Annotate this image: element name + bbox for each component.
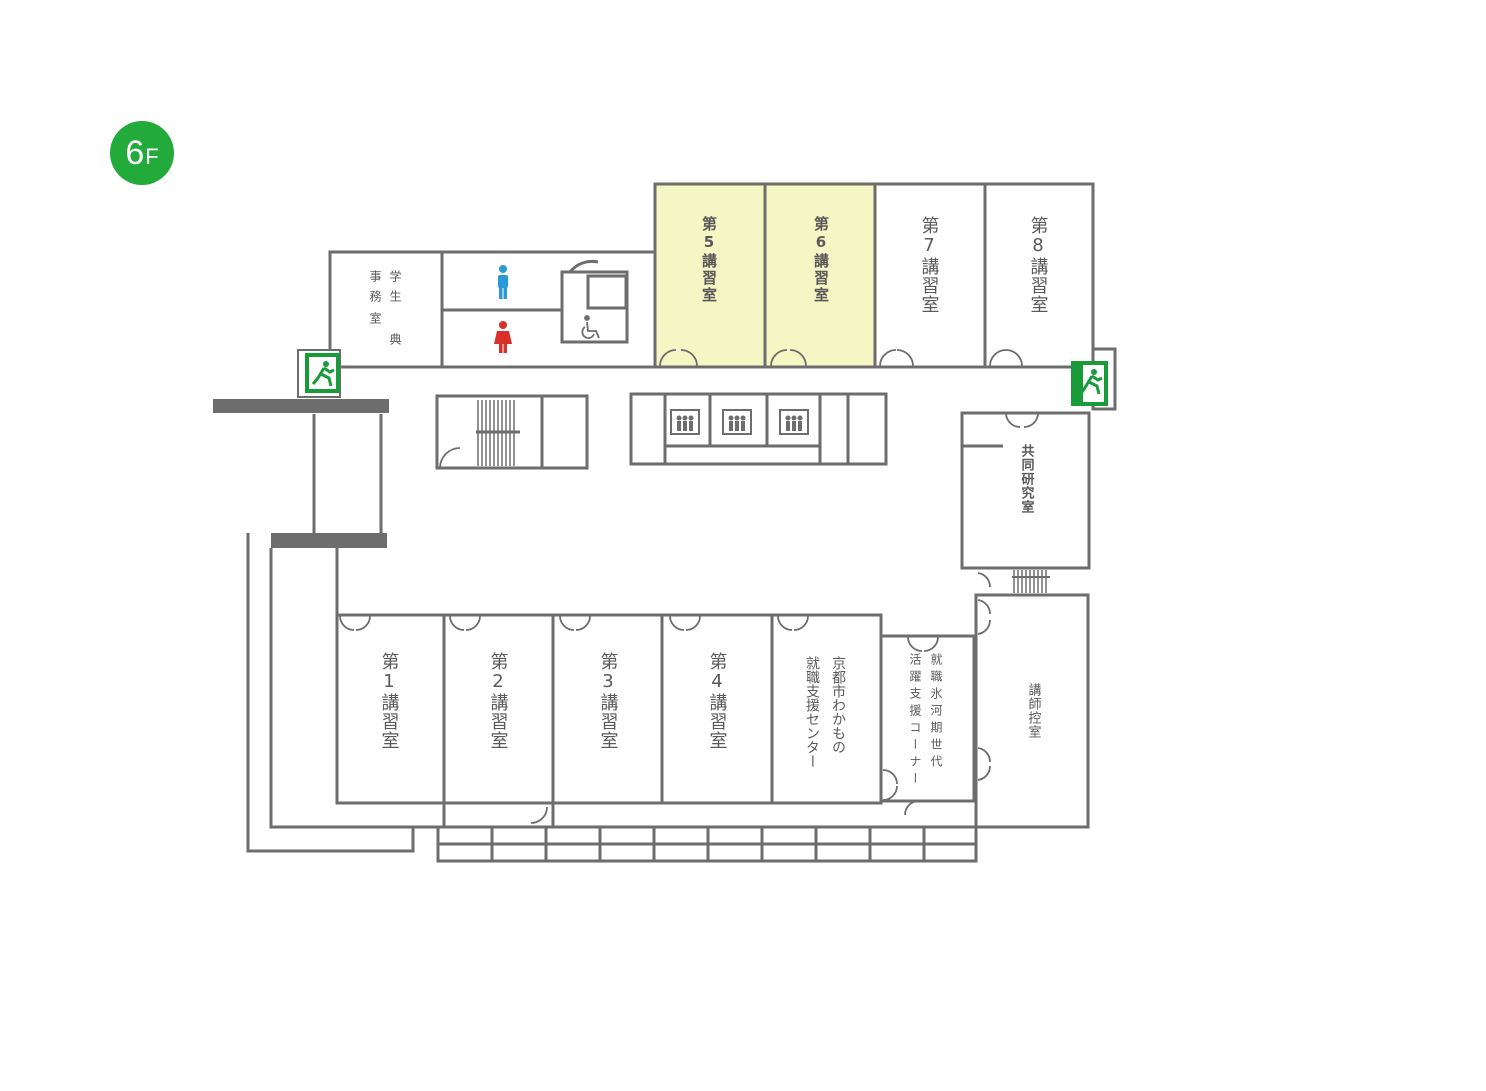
room-4-label: 第4講習室 <box>707 652 728 750</box>
student-office-label-1: 学生 <box>388 269 402 310</box>
hyogaki-corner[interactable] <box>879 634 976 803</box>
room-3-label: 第3講習室 <box>598 652 619 750</box>
student-office[interactable] <box>328 250 444 369</box>
student-office-label-3: 室 <box>368 311 382 332</box>
lecturer-room-label: 講師控室 <box>1026 682 1042 739</box>
wakamono-label-1: 京都市わかもの <box>830 656 846 754</box>
student-office-label-2: 事務 <box>368 270 382 310</box>
lecturer-room[interactable] <box>974 593 1090 829</box>
room-7-label: 第7講習室 <box>919 216 940 314</box>
room-1-label: 第1講習室 <box>379 652 400 750</box>
elevator-icons <box>670 409 809 435</box>
room-5[interactable] <box>653 182 767 369</box>
female-restroom-icon <box>494 321 512 353</box>
bridge-bottom <box>271 533 387 548</box>
floor-number: 6 <box>125 134 145 172</box>
doors <box>339 349 1039 824</box>
elevator-icon <box>779 409 809 435</box>
emergency-exit-icon <box>1071 361 1108 406</box>
walls <box>246 182 1117 863</box>
stairwell <box>435 394 589 470</box>
wheelchair-icon <box>581 315 600 339</box>
wakamono-label-2: 就職支援センター <box>804 656 820 768</box>
room-6[interactable] <box>763 182 877 369</box>
kyoten-label: 典 <box>388 333 402 345</box>
stairs-icon <box>476 400 1050 593</box>
elevator-icon <box>670 409 700 435</box>
room-8-label: 第8講習室 <box>1028 216 1049 314</box>
floor-unit: F <box>145 144 159 169</box>
elevator-icon <box>722 409 752 435</box>
wakamono-center[interactable] <box>770 613 883 805</box>
room-labels: 第5講習室 第6講習室 第7講習室 第8講習室 学生 事務 室 典 共同研究室 … <box>368 215 1049 789</box>
bridge-top <box>213 399 389 413</box>
hyogaki-label-1: 就職氷河期世代 <box>929 653 943 772</box>
hyogaki-label-2: 活躍支援コーナー <box>908 653 922 789</box>
room-2-label: 第2講習室 <box>488 652 509 750</box>
room-5-label: 第5講習室 <box>700 215 718 304</box>
emergency-exit-icon <box>297 349 341 398</box>
joint-research-label: 共同研究室 <box>1019 443 1035 514</box>
elevator-block <box>629 392 888 466</box>
room-6-label: 第6講習室 <box>812 215 830 304</box>
male-restroom-icon <box>498 265 508 299</box>
